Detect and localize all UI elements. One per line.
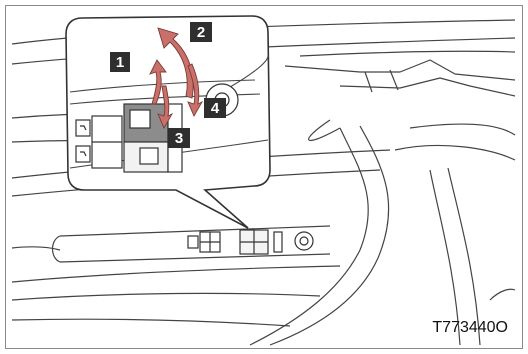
svg-text:3: 3 (175, 130, 183, 147)
inset-callout (66, 16, 270, 228)
svg-text:2: 2 (197, 24, 205, 41)
callout-2: 2 (190, 22, 212, 42)
lower-switch-bank (188, 230, 313, 254)
figure-code: T773440O (432, 319, 508, 336)
callout-3: 3 (168, 128, 190, 148)
callout-4: 4 (204, 98, 226, 118)
svg-text:1: 1 (116, 54, 124, 71)
callout-1: 1 (110, 52, 130, 72)
svg-text:4: 4 (211, 100, 220, 117)
